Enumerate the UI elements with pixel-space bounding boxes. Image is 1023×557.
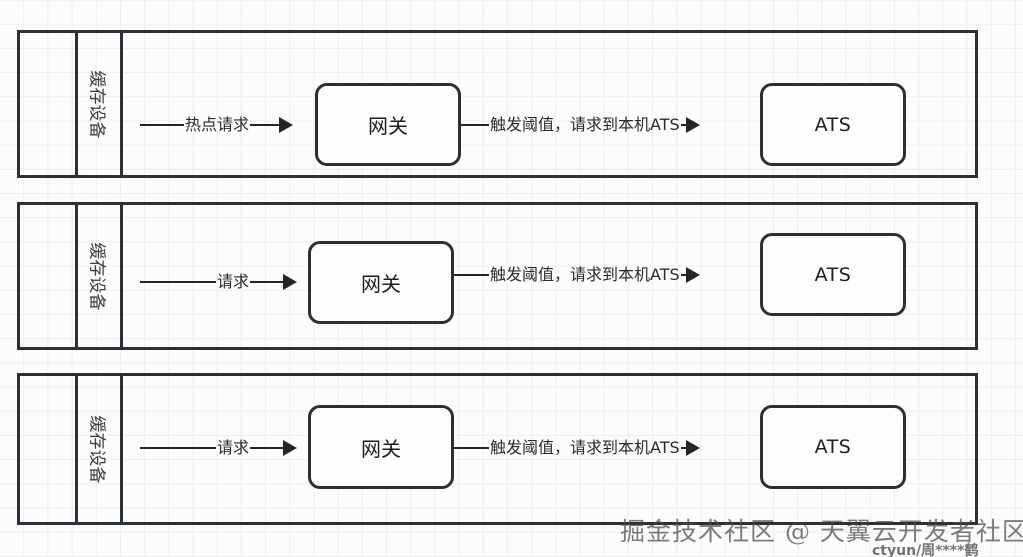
lane-3-incoming-arrow: 请求 bbox=[140, 438, 311, 458]
swimlane-row-3: 缓存设备 bbox=[17, 373, 978, 525]
lane-3-ats-node[interactable]: ATS bbox=[760, 405, 906, 489]
lane-1-incoming-arrow-label: 热点请求 bbox=[185, 115, 250, 134]
lane-1-outgoing-arrow-line-right bbox=[680, 123, 687, 127]
lane-2-ats-label: ATS bbox=[814, 263, 852, 286]
lane-3-gateway-node[interactable]: 网关 bbox=[308, 405, 454, 489]
lane-2-incoming-arrow-label: 请求 bbox=[217, 272, 250, 291]
lane-3-outgoing-arrowhead-icon bbox=[685, 440, 700, 456]
lane-1-outgoing-arrowhead-icon bbox=[685, 117, 700, 133]
lane-3-incoming-arrow-line-left bbox=[140, 446, 216, 450]
lane-1-incoming-arrowhead-icon bbox=[279, 117, 294, 133]
lane-2-blank-cell bbox=[20, 205, 78, 347]
lane-3-outgoing-arrow-line-left bbox=[454, 446, 489, 450]
lane-1-gateway-node[interactable]: 网关 bbox=[315, 83, 461, 166]
lane-3-title-label: 缓存设备 bbox=[86, 415, 107, 483]
lane-2-incoming-arrowhead-icon bbox=[283, 274, 298, 290]
lane-3-incoming-arrow-line-right bbox=[250, 446, 285, 450]
watermark-main: 掘金技术社区 @ 天翼云开发者社区 bbox=[620, 517, 1023, 546]
lane-2-gateway-node[interactable]: 网关 bbox=[308, 241, 454, 324]
lane-1-incoming-arrow-line-right bbox=[250, 123, 281, 127]
lane-2-incoming-arrow-line-right bbox=[250, 280, 285, 284]
lane-1-incoming-arrow-line-left bbox=[140, 123, 184, 127]
lane-1-title-cell: 缓存设备 bbox=[78, 33, 123, 175]
lane-2-outgoing-arrow: 触发阈值，请求到本机ATS bbox=[454, 265, 763, 285]
lane-2-incoming-arrow-line-left bbox=[140, 280, 216, 284]
lane-1-ats-node[interactable]: ATS bbox=[760, 83, 906, 166]
lane-3-outgoing-arrow: 触发阈值，请求到本机ATS bbox=[454, 438, 763, 458]
lane-2-outgoing-arrow-line-left bbox=[454, 273, 489, 277]
lane-2-incoming-arrow: 请求 bbox=[140, 272, 311, 292]
lane-3-ats-label: ATS bbox=[814, 436, 852, 458]
swimlane-row-1: 缓存设备 bbox=[17, 30, 978, 178]
swimlane-row-2: 缓存设备 bbox=[17, 202, 978, 350]
lane-2-outgoing-arrowhead-icon bbox=[685, 267, 700, 283]
lane-3-incoming-arrowhead-icon bbox=[283, 440, 298, 456]
lane-1-outgoing-arrow-line-left bbox=[461, 123, 489, 127]
lane-2-title-label: 缓存设备 bbox=[86, 242, 107, 310]
lane-1-title-label: 缓存设备 bbox=[86, 70, 107, 138]
lane-3-outgoing-arrow-label: 触发阈值，请求到本机ATS bbox=[490, 438, 680, 457]
lane-3-gateway-label: 网关 bbox=[361, 436, 401, 461]
lane-2-ats-node[interactable]: ATS bbox=[760, 233, 906, 316]
lane-2-outgoing-arrow-label: 触发阈值，请求到本机ATS bbox=[490, 265, 680, 284]
lane-2-outgoing-arrow-line-right bbox=[680, 273, 687, 277]
lane-1-ats-label: ATS bbox=[814, 113, 852, 136]
lane-3-incoming-arrow-label: 请求 bbox=[217, 438, 250, 457]
lane-1-outgoing-arrow: 触发阈值，请求到本机ATS bbox=[461, 115, 763, 135]
lane-1-gateway-label: 网关 bbox=[368, 114, 408, 138]
lane-1-blank-cell bbox=[20, 33, 78, 175]
watermark-sub: ctyun/周****鹤 bbox=[872, 543, 979, 557]
lane-1-outgoing-arrow-label: 触发阈值，请求到本机ATS bbox=[490, 115, 680, 134]
lane-3-title-cell: 缓存设备 bbox=[78, 376, 123, 522]
lane-3-blank-cell bbox=[20, 376, 78, 522]
lane-2-title-cell: 缓存设备 bbox=[78, 205, 123, 347]
lane-1-incoming-arrow: 热点请求 bbox=[140, 115, 318, 135]
lane-2-gateway-label: 网关 bbox=[361, 272, 401, 296]
lane-3-outgoing-arrow-line-right bbox=[680, 446, 687, 450]
